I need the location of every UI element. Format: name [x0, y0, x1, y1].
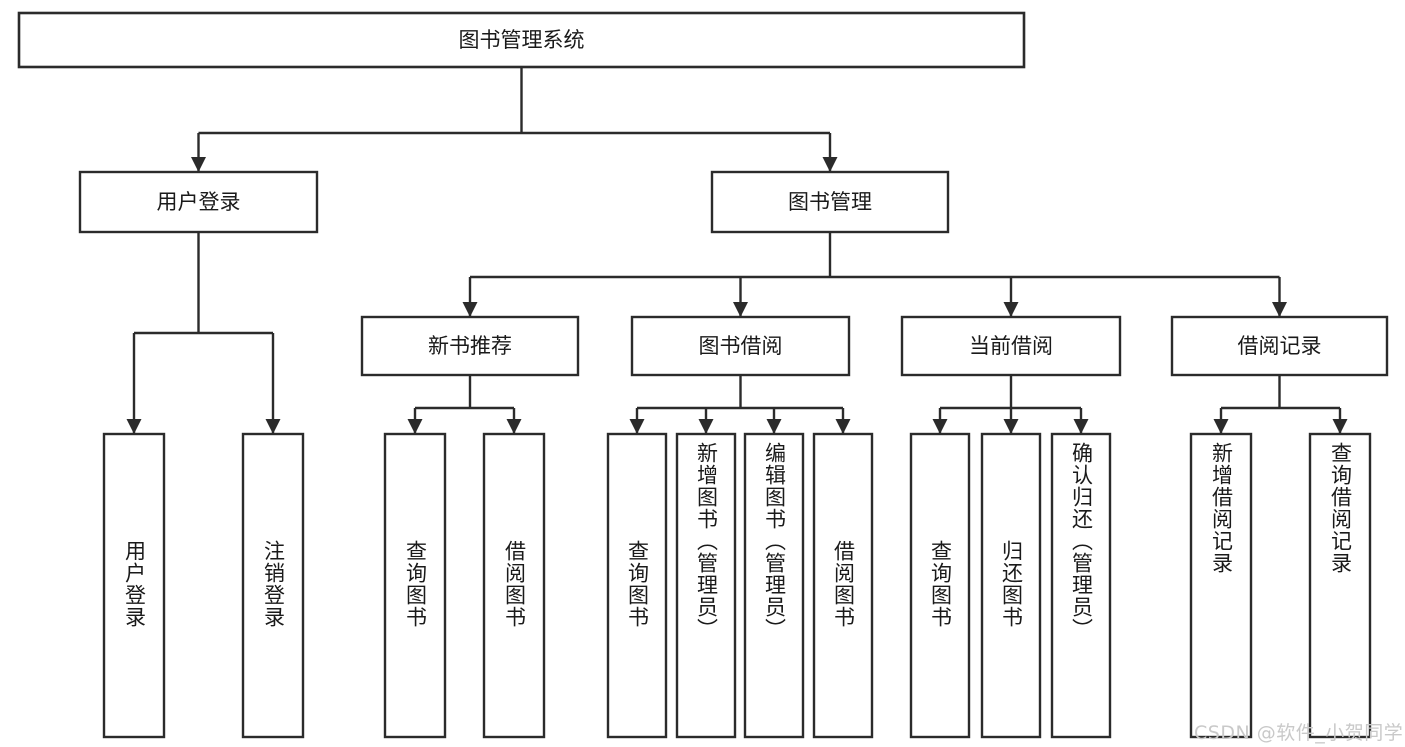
level3-node-3-box[interactable]: [1170, 315, 1389, 377]
leaf-node-11-label: 新增借阅记录: [1209, 442, 1234, 574]
arrow-to-level3-1: [733, 302, 748, 317]
leaf-node-5-label: 新增图书（管理员）: [694, 442, 719, 640]
leaf-node-7-box[interactable]: [812, 432, 874, 739]
arrow-to-level2-0: [191, 157, 206, 172]
arrow-to-leaf-5: [698, 419, 714, 434]
leaf-node-1-label: 注销登录: [261, 539, 286, 628]
level3-node-1-box[interactable]: [630, 315, 851, 377]
root-node-label: 图书管理系统: [459, 28, 585, 52]
leaf-node-12-label: 查询借阅记录: [1328, 442, 1353, 574]
arrow-to-leaf-7: [835, 419, 851, 434]
level2-node-1-label: 图书管理: [788, 190, 872, 214]
connector-layer: [126, 67, 1348, 434]
level3-node-1-label: 图书借阅: [699, 334, 783, 358]
leaf-node-5-box[interactable]: [675, 432, 737, 739]
leaf-node-2-box[interactable]: [383, 432, 447, 739]
arrow-to-leaf-4: [629, 419, 645, 434]
leaf-node-0-box[interactable]: [102, 432, 166, 739]
arrow-to-leaf-6: [766, 419, 782, 434]
leaf-node-1-box[interactable]: [241, 432, 305, 739]
csdn-watermark: CSDN @软件_小贺同学: [1194, 722, 1404, 744]
leaf-node-3-label: 借阅图书: [502, 539, 527, 628]
leaf-node-12-box[interactable]: [1308, 432, 1372, 739]
arrow-to-leaf-9: [1003, 419, 1019, 434]
node-box-layer: [17, 11, 1389, 739]
arrow-to-leaf-10: [1073, 419, 1089, 434]
level2-node-1-box[interactable]: [710, 170, 950, 234]
leaf-node-4-label: 查询图书: [625, 539, 650, 628]
arrow-to-leaf-8: [932, 419, 948, 434]
leaf-node-6-label: 编辑图书（管理员）: [762, 442, 787, 640]
level3-node-2-label: 当前借阅: [969, 334, 1053, 358]
leaf-node-4-box[interactable]: [606, 432, 668, 739]
level3-node-0-box[interactable]: [360, 315, 580, 377]
arrow-to-leaf-3: [506, 419, 522, 434]
level2-node-0-label: 用户登录: [157, 190, 241, 214]
arrow-to-level3-2: [1003, 302, 1019, 317]
level3-node-2-box[interactable]: [900, 315, 1122, 377]
level2-node-0-box[interactable]: [78, 170, 319, 234]
leaf-node-6-box[interactable]: [743, 432, 805, 739]
leaf-node-8-box[interactable]: [909, 432, 971, 739]
leaf-node-3-box[interactable]: [482, 432, 546, 739]
leaf-node-7-label: 借阅图书: [831, 539, 856, 628]
arrow-to-leaf-12: [1332, 419, 1348, 434]
level3-node-3-label: 借阅记录: [1238, 334, 1322, 358]
arrow-to-leaf-2: [407, 419, 423, 434]
leaf-node-11-box[interactable]: [1189, 432, 1253, 739]
arrow-to-leaf-0: [126, 419, 142, 434]
arrow-to-leaf-1: [265, 419, 281, 434]
leaf-node-0-label: 用户登录: [122, 539, 147, 628]
leaf-node-10-box[interactable]: [1050, 432, 1112, 739]
leaf-node-9-box[interactable]: [980, 432, 1042, 739]
leaf-node-10-label: 确认归还（管理员）: [1069, 442, 1094, 640]
leaf-node-9-label: 归还图书: [999, 539, 1024, 628]
arrow-to-level3-3: [1272, 302, 1287, 317]
root-node-box[interactable]: [17, 11, 1026, 69]
arrow-to-level2-1: [822, 157, 838, 172]
level3-node-0-label: 新书推荐: [428, 334, 512, 358]
leaf-node-2-label: 查询图书: [403, 539, 428, 628]
arrow-to-leaf-11: [1213, 419, 1229, 434]
arrow-to-level3-0: [462, 302, 478, 317]
leaf-node-8-label: 查询图书: [928, 539, 953, 628]
